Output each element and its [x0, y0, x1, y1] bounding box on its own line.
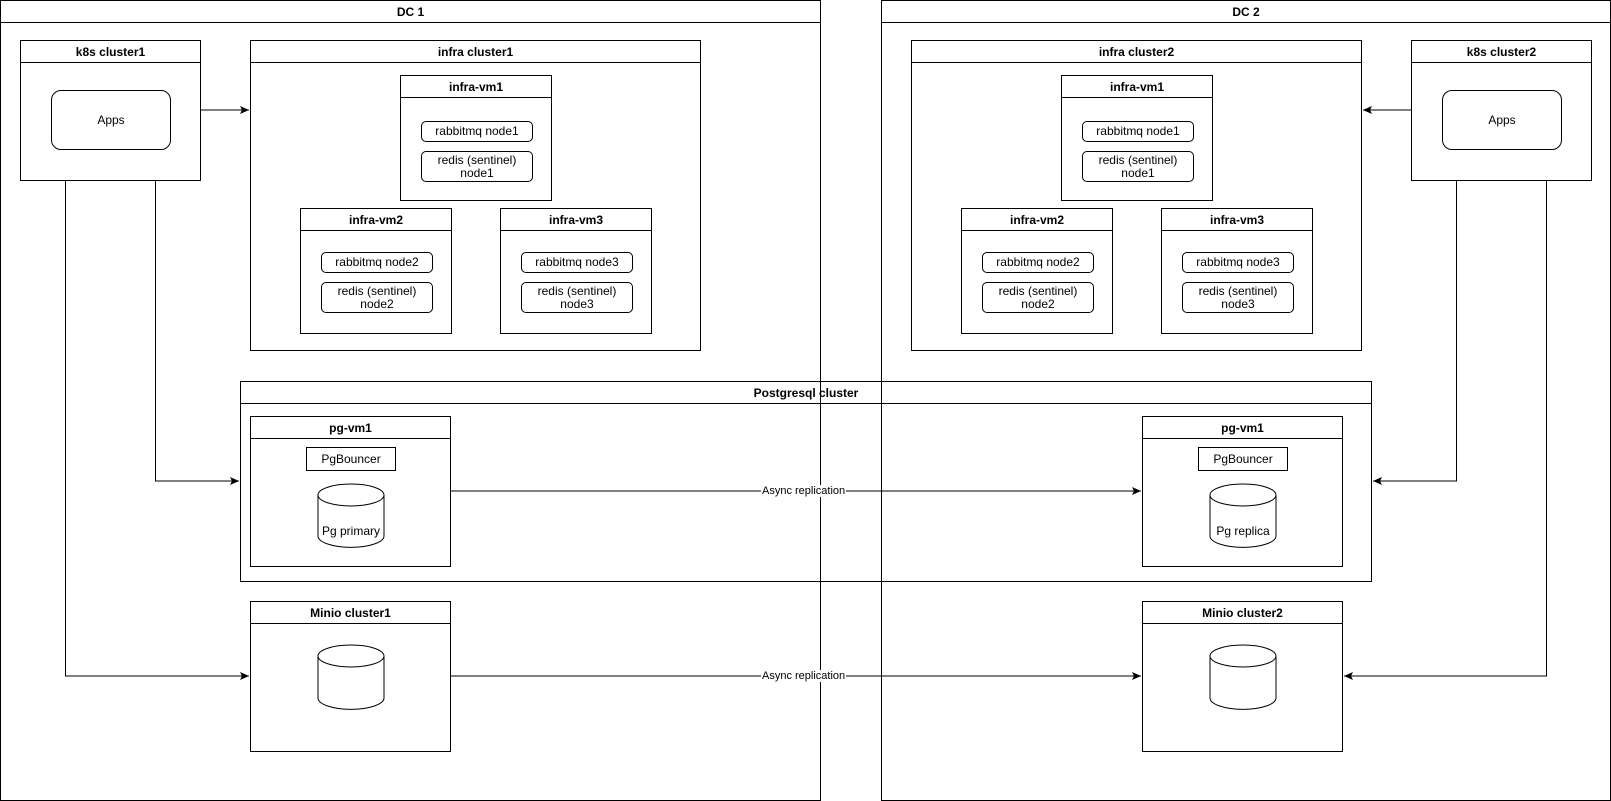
dc2-title: DC 2	[882, 1, 1610, 23]
k8s-cluster1-title: k8s cluster1	[21, 41, 200, 63]
infra2-vm3-title: infra-vm3	[1162, 209, 1312, 231]
infra-cluster1-title: infra cluster1	[251, 41, 700, 63]
redis-node: redis (sentinel) node2	[321, 282, 433, 313]
edge-k8s1-pg	[155, 181, 239, 485]
minio-cluster1: Minio cluster1	[250, 601, 451, 752]
dc1-title: DC 1	[1, 1, 820, 23]
infra2-vm2-title: infra-vm2	[962, 209, 1112, 231]
pg-primary-database-icon	[317, 483, 385, 548]
rabbitmq-node: rabbitmq node1	[1082, 121, 1194, 142]
apps-node: Apps	[51, 90, 171, 150]
infra1-vm1: infra-vm1 rabbitmq node1 redis (sentinel…	[400, 75, 552, 201]
pg-vm-primary-title: pg-vm1	[251, 417, 450, 439]
infra1-vm1-title: infra-vm1	[401, 76, 551, 98]
k8s-cluster2: k8s cluster2 Apps	[1411, 40, 1592, 181]
redis-node: redis (sentinel) node1	[421, 151, 533, 182]
infra1-vm2-title: infra-vm2	[301, 209, 451, 231]
infra2-vm1-title: infra-vm1	[1062, 76, 1212, 98]
infra-cluster2-title: infra cluster2	[912, 41, 1361, 63]
infra-cluster2: infra cluster2	[911, 40, 1362, 351]
minio1-storage-icon	[317, 644, 385, 710]
apps-node: Apps	[1442, 90, 1562, 150]
pg-vm-primary: pg-vm1 PgBouncer	[250, 416, 451, 567]
minio-cluster2: Minio cluster2	[1142, 601, 1343, 752]
pg-primary-label: Pg primary	[321, 524, 380, 538]
rabbitmq-node: rabbitmq node2	[982, 252, 1094, 273]
k8s-cluster1: k8s cluster1 Apps	[20, 40, 201, 181]
infra2-vm3: infra-vm3 rabbitmq node3 redis (sentinel…	[1161, 208, 1313, 334]
edge-k8s2-minio2	[1344, 181, 1547, 680]
rabbitmq-node: rabbitmq node3	[1182, 252, 1294, 273]
minio2-storage-icon	[1209, 644, 1277, 710]
redis-node: redis (sentinel) node3	[521, 282, 633, 313]
postgresql-cluster-title: Postgresql cluster	[241, 382, 1371, 404]
minio-replication-label: Async replication	[761, 670, 847, 682]
edge-k8s1-minio1	[65, 181, 249, 680]
infra1-vm2: infra-vm2 rabbitmq node2 redis (sentinel…	[300, 208, 452, 334]
minio-cluster1-title: Minio cluster1	[251, 602, 450, 624]
infra1-vm3-title: infra-vm3	[501, 209, 651, 231]
rabbitmq-node: rabbitmq node3	[521, 252, 633, 273]
infra2-vm2: infra-vm2 rabbitmq node2 redis (sentinel…	[961, 208, 1113, 334]
pg-replica-label: Pg replica	[1216, 524, 1270, 538]
k8s-cluster2-title: k8s cluster2	[1412, 41, 1591, 63]
pgbouncer-box: PgBouncer	[306, 447, 396, 471]
edge-k8s2-pg	[1373, 181, 1457, 485]
redis-node: redis (sentinel) node1	[1082, 151, 1194, 182]
pgbouncer-box: PgBouncer	[1198, 447, 1288, 471]
infra-cluster1: infra cluster1	[250, 40, 701, 351]
pg-vm-replica: pg-vm1 PgBouncer	[1142, 416, 1343, 567]
redis-node: redis (sentinel) node2	[982, 282, 1094, 313]
pg-replication-label: Async replication	[761, 485, 847, 497]
pg-vm-replica-title: pg-vm1	[1143, 417, 1342, 439]
rabbitmq-node: rabbitmq node2	[321, 252, 433, 273]
rabbitmq-node: rabbitmq node1	[421, 121, 533, 142]
pg-replica-database-icon	[1209, 483, 1277, 548]
minio-cluster2-title: Minio cluster2	[1143, 602, 1342, 624]
infra1-vm3: infra-vm3 rabbitmq node3 redis (sentinel…	[500, 208, 652, 334]
postgresql-cluster: Postgresql cluster	[240, 381, 1372, 582]
infra2-vm1: infra-vm1 rabbitmq node1 redis (sentinel…	[1061, 75, 1213, 201]
redis-node: redis (sentinel) node3	[1182, 282, 1294, 313]
